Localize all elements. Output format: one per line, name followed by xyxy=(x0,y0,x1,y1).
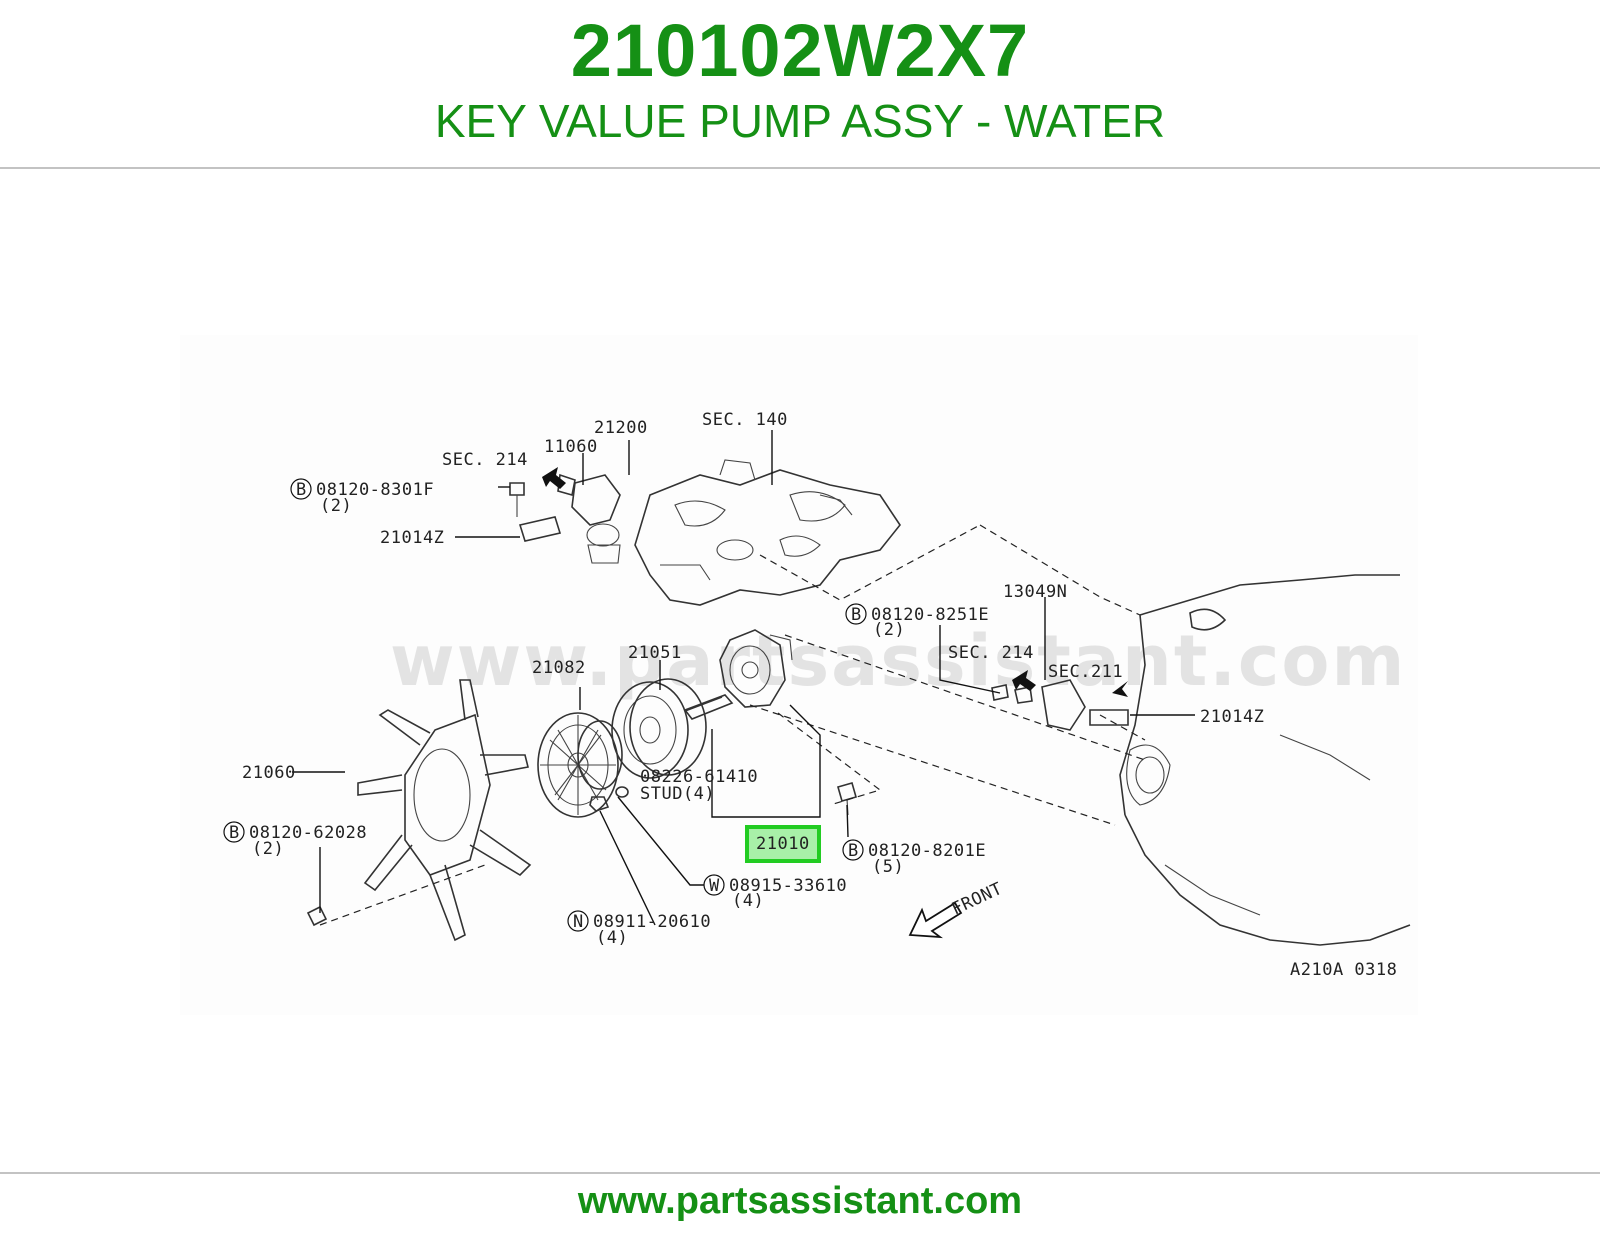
callout-08120-62028[interactable]: 08120-62028 xyxy=(249,823,367,843)
badge-circle-n-20610 xyxy=(567,910,589,932)
diagram-canvas: www.partsassistant.com xyxy=(180,335,1418,1015)
flow-arrow-mid xyxy=(1012,670,1036,691)
part-description: KEY VALUE PUMP ASSY - WATER xyxy=(434,95,1166,147)
nut-drawing xyxy=(589,796,610,812)
callout-08226-61410[interactable]: 08226-61410 xyxy=(640,767,758,787)
callout-11060[interactable]: 11060 xyxy=(544,437,598,457)
qty-stud: STUD(4) xyxy=(640,784,715,804)
badge-b-8201e: B xyxy=(848,841,859,861)
intake-manifold-drawing xyxy=(634,459,901,606)
badge-n-20610: N xyxy=(573,912,584,932)
flow-arrow-left xyxy=(542,467,566,489)
badge-circle-b-8251e xyxy=(845,603,867,625)
callout-08120-8251e[interactable]: 08120-8251E xyxy=(871,605,989,625)
highlight-box-21010[interactable] xyxy=(745,825,821,863)
header-divider xyxy=(0,167,1600,169)
cooling-fan-drawing xyxy=(357,679,532,942)
qty-08915-33610: (4) xyxy=(732,891,764,911)
badge-circle-b-8201e xyxy=(842,839,864,861)
callout-21200[interactable]: 21200 xyxy=(594,418,648,438)
badge-b-62028: B xyxy=(229,823,240,843)
callout-08911-20610[interactable]: 08911-20610 xyxy=(593,912,711,932)
callout-21014z-left[interactable]: 21014Z xyxy=(380,528,444,548)
leader-lines xyxy=(292,430,1195,926)
bolt-8301f-drawing xyxy=(509,482,525,517)
badge-circle-b-8301f xyxy=(290,478,312,500)
qty-08911-20610: (4) xyxy=(596,928,628,948)
badge-w-33610: W xyxy=(709,876,720,896)
callout-08120-8201e[interactable]: 08120-8201E xyxy=(868,841,986,861)
thermostat-housing-drawing xyxy=(518,474,621,564)
callout-21051[interactable]: 21051 xyxy=(628,643,682,663)
diagram-ref-code: A210A 0318 xyxy=(1290,960,1397,980)
qty-08120-8201e: (5) xyxy=(872,857,904,877)
qty-08120-8251e: (2) xyxy=(873,620,905,640)
badge-b-8251e: B xyxy=(851,605,862,625)
callout-13049n[interactable]: 13049N xyxy=(1003,582,1067,602)
callout-21010[interactable]: 21010 xyxy=(756,834,810,854)
engine-block-drawing xyxy=(1119,574,1411,946)
qty-08120-62028: (2) xyxy=(252,839,284,859)
flow-arrow-right xyxy=(1112,681,1128,697)
bolt-8251e-drawing xyxy=(991,684,1009,701)
diagram-background xyxy=(180,335,1418,1015)
fan-coupling-drawing xyxy=(537,712,623,818)
part-number-title: 210102W2X7 xyxy=(570,9,1030,92)
callout-21060[interactable]: 21060 xyxy=(242,763,296,783)
water-outlet-right-drawing xyxy=(1014,679,1129,731)
callout-sec140[interactable]: SEC. 140 xyxy=(702,410,788,430)
callout-08915-33610[interactable]: 08915-33610 xyxy=(729,876,847,896)
callout-08120-8301f[interactable]: 08120-8301F xyxy=(316,480,434,500)
washer-drawing xyxy=(615,786,629,798)
callout-sec214-upper[interactable]: SEC. 214 xyxy=(442,450,528,470)
callout-sec211[interactable]: SEC.211 xyxy=(1048,662,1123,682)
bolt-62028-drawing xyxy=(306,905,328,927)
qty-08120-8301f: (2) xyxy=(320,496,352,516)
callout-21082[interactable]: 21082 xyxy=(532,658,586,678)
callout-sec214-right[interactable]: SEC. 214 xyxy=(948,643,1034,663)
badge-circle-w-33610 xyxy=(703,874,725,896)
footer-divider xyxy=(0,1172,1600,1174)
badge-circle-b-62028 xyxy=(223,821,245,843)
badge-b-8301f: B xyxy=(296,480,307,500)
water-pump-drawing xyxy=(683,629,793,720)
diagram-watermark: www.partsassistant.com xyxy=(390,620,1406,702)
pulley-drawing xyxy=(611,678,707,779)
stud-drawing xyxy=(684,696,723,712)
parts-diagram: www.partsassistant.com xyxy=(180,335,1418,1015)
footer-url[interactable]: www.partsassistant.com xyxy=(577,1180,1023,1222)
front-arrow-icon xyxy=(908,901,963,939)
callout-21014z-right[interactable]: 21014Z xyxy=(1200,707,1264,727)
